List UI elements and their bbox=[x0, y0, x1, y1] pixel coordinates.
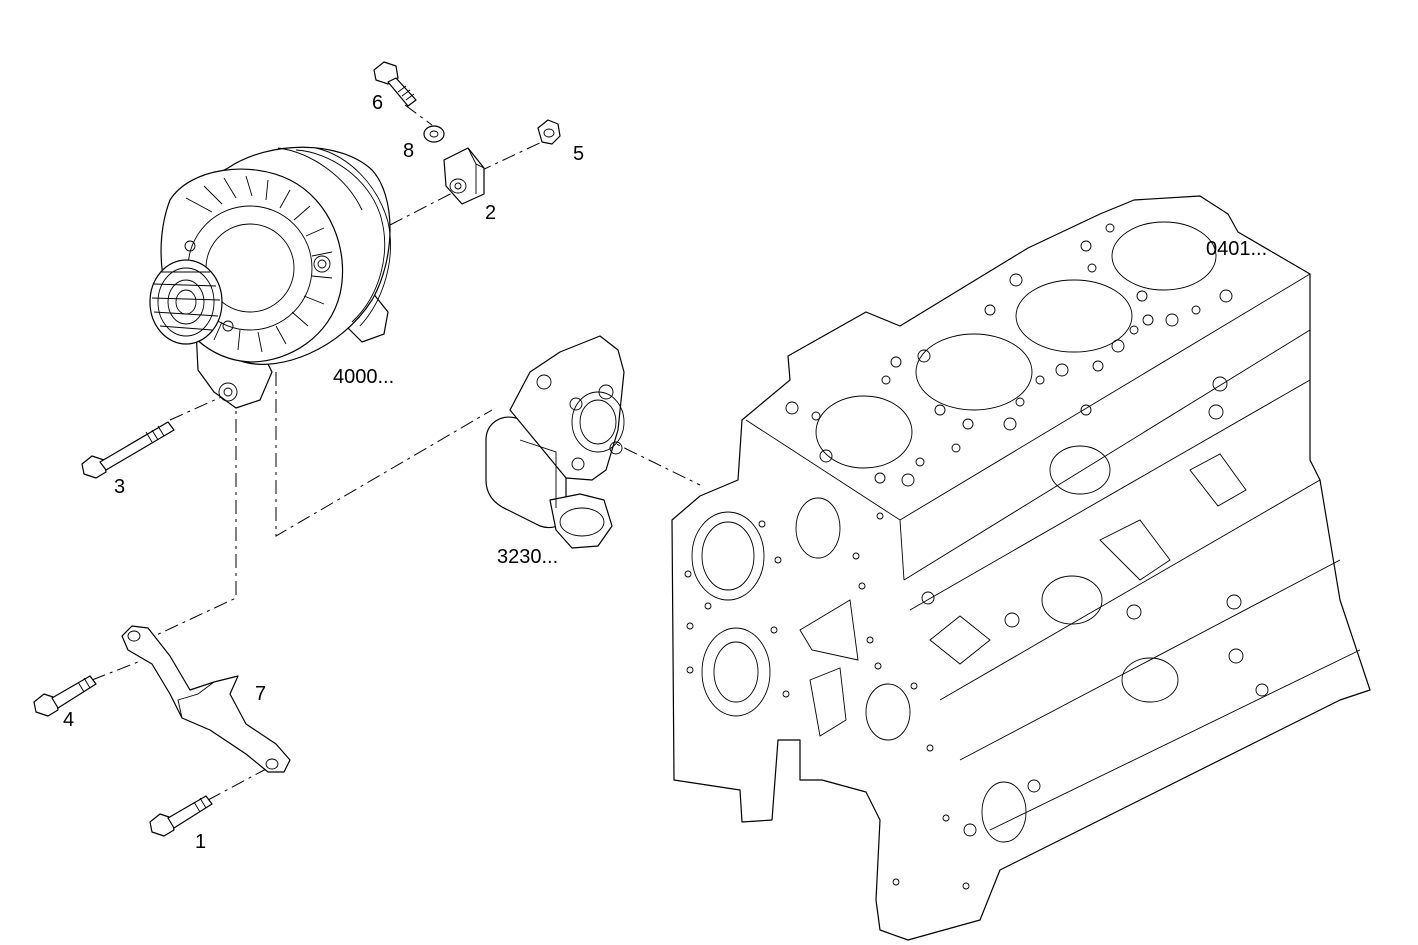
bolt-6 bbox=[373, 61, 417, 107]
bolt-1 bbox=[149, 795, 213, 837]
water-pump-housing bbox=[485, 335, 625, 549]
engine-block-ref-label: 0401... bbox=[1206, 238, 1267, 260]
spacer-2 bbox=[443, 147, 485, 205]
callout-7: 7 bbox=[255, 683, 266, 705]
bolt-3 bbox=[81, 421, 175, 479]
callout-3: 3 bbox=[114, 476, 125, 498]
callout-8: 8 bbox=[403, 140, 414, 162]
bracket-7 bbox=[121, 625, 291, 773]
washer-8 bbox=[423, 125, 445, 143]
callout-6: 6 bbox=[372, 92, 383, 114]
callout-2: 2 bbox=[485, 202, 496, 224]
deck-holes bbox=[785, 223, 1233, 487]
assembly-lines bbox=[91, 104, 701, 801]
alternator bbox=[149, 146, 391, 409]
engine-block bbox=[671, 195, 1371, 941]
callout-labels: 1 2 3 4 5 6 7 8 4000... 3230... 0401... bbox=[63, 92, 1267, 853]
bolt-4 bbox=[33, 675, 97, 717]
front-plate-holes bbox=[684, 512, 970, 890]
alternator-ref-label: 4000... bbox=[333, 366, 394, 388]
water-pump-ref-label: 3230... bbox=[497, 546, 558, 568]
callout-1: 1 bbox=[195, 831, 206, 853]
nut-5 bbox=[537, 119, 561, 145]
callout-4: 4 bbox=[63, 709, 74, 731]
callout-5: 5 bbox=[573, 143, 584, 165]
